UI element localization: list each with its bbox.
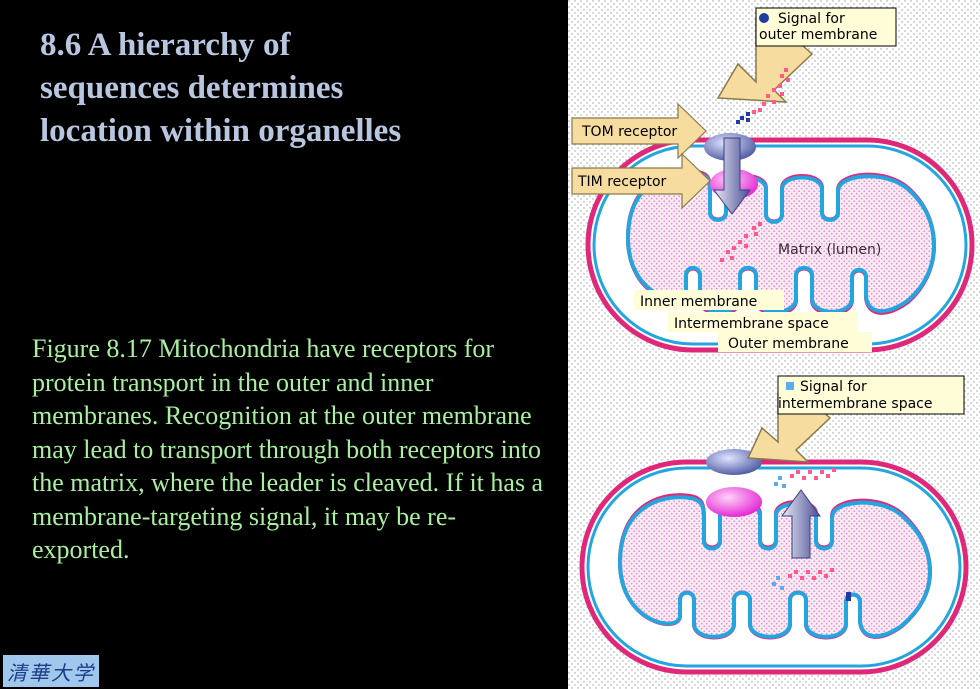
outer-membrane-inner-line-bottom — [586, 466, 962, 668]
protein-chain-matrix — [720, 222, 762, 262]
inner-membrane-label: Inner membrane — [640, 294, 757, 310]
signal-label-outer-line1: Signal for — [778, 11, 845, 27]
tom-receptor-label: TOM receptor — [581, 124, 677, 140]
signal-label-outer-line2: outer membrane — [759, 27, 877, 43]
cleaved-leader — [846, 592, 851, 601]
inner-membrane-edge-bottom — [617, 495, 933, 639]
outer-membrane-label: Outer membrane — [728, 336, 849, 352]
signal-label-outer: Signal for outer membrane — [755, 7, 897, 47]
mitochondria-figure: Signal for outer membrane TOM receptor T… — [568, 0, 980, 689]
intermembrane-space-label: Intermembrane space — [674, 316, 829, 332]
outer-membrane-signal-top — [736, 112, 750, 124]
tom-label-group: TOM receptor — [571, 102, 707, 160]
intermembrane-signal — [774, 476, 786, 488]
top-mitochondrion: Signal for outer membrane TOM receptor T… — [571, 7, 975, 353]
signal-label-intermembrane-line1: Signal for — [800, 379, 867, 395]
bottom-mitochondrion: Signal for intermembrane space — [579, 375, 969, 675]
cleaved-signal — [772, 576, 784, 590]
tim-receptor-label: TIM receptor — [577, 174, 667, 190]
tom-receptor-bottom — [706, 449, 762, 475]
protein-chain-top — [752, 68, 790, 114]
slide-title: 8.6 A hierarchy of sequences determines … — [40, 27, 402, 149]
signal-label-intermembrane: Signal for intermembrane space — [777, 375, 965, 415]
protein-chain-intermembrane — [790, 468, 836, 480]
import-arrow — [713, 137, 751, 215]
export-arrow — [781, 489, 821, 559]
logo-text: 清華大学 — [7, 660, 95, 685]
protein-chain-matrix-bottom — [788, 568, 834, 580]
signal-label-intermembrane-line2: intermembrane space — [778, 396, 933, 412]
tim-label-group: TIM receptor — [571, 152, 711, 210]
university-logo: 清華大学 — [3, 655, 99, 687]
tim-receptor-bottom — [706, 487, 762, 517]
figure-caption: Figure 8.17 Mitochondria have receptors … — [32, 334, 544, 564]
matrix-label: Matrix (lumen) — [778, 242, 881, 258]
